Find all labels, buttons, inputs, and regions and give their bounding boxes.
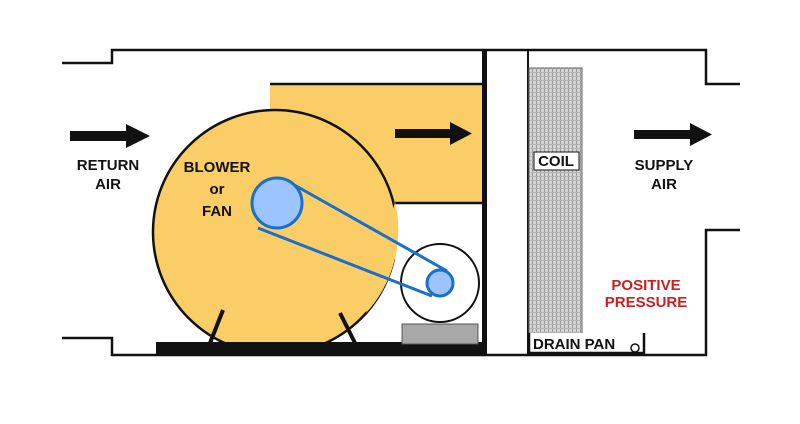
positive-pressure-label-line1: POSITIVE [611,277,680,294]
return-air-label-line2: AIR [95,176,121,193]
blower-label-line2: or [210,181,225,198]
drain-pan [529,333,644,353]
equipment-base [156,342,482,354]
drain-pan-label: DRAIN PAN [533,336,615,353]
motor-pulley [425,268,455,298]
cooling-coil [528,67,583,337]
drive-belt-bottom [257,226,433,298]
supply-air-arrow-icon [634,123,712,146]
blower-label-line1: BLOWER [184,159,251,176]
blower-housing [151,108,399,356]
coil-label: COIL [538,153,574,170]
drive-belt-top [288,180,448,273]
drain-pan-outline [527,333,646,355]
blower-leg-right [338,312,357,344]
blower-label-line3: FAN [202,203,232,220]
duct-bottom-outline [62,228,740,357]
supply-air-label-line2: AIR [651,176,677,193]
blower-leg-left [208,309,225,344]
drain-outlet-icon [630,343,640,353]
positive-pressure-label-line2: PRESSURE [605,294,688,311]
supply-air-label-line1: SUPPLY [635,157,694,174]
motor-mount [401,323,479,345]
blower-pulley [250,176,304,230]
return-air-label-line1: RETURN [77,157,140,174]
coil-label-box [533,151,580,171]
plenum-right-fill [470,86,482,201]
duct-top-outline [62,48,740,86]
return-air-arrow-icon [70,124,150,148]
partition-wall [482,50,487,355]
discharge-air-arrow-icon [395,122,472,145]
